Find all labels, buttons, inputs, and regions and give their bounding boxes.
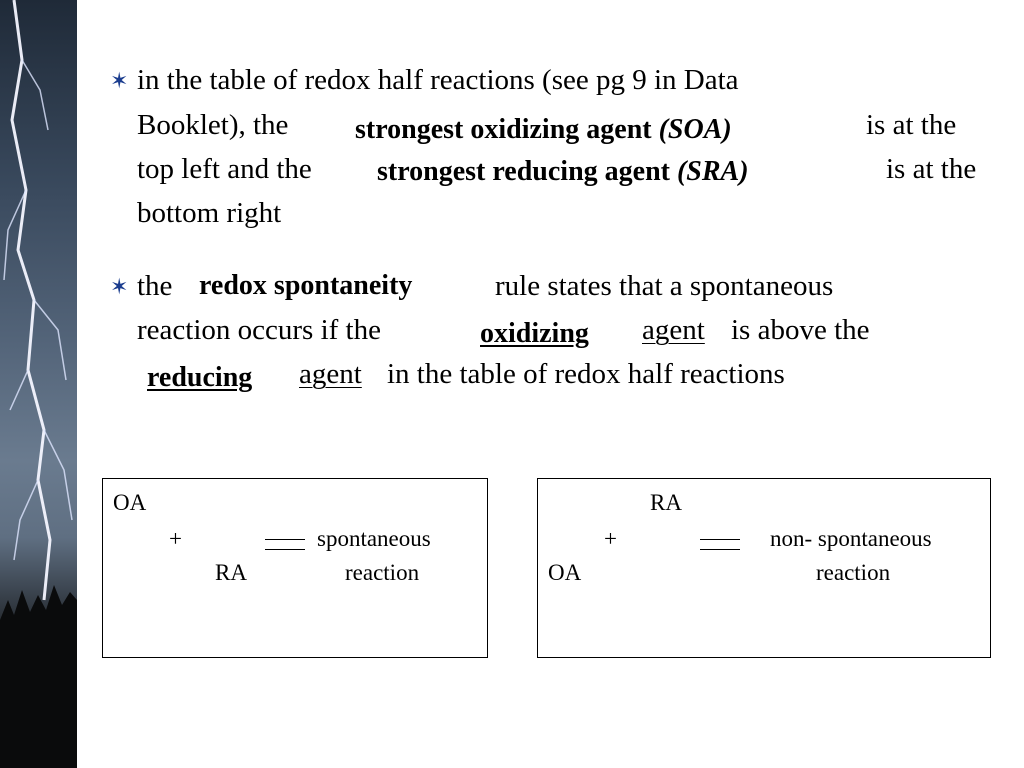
- reducing-term: reducing: [147, 362, 253, 393]
- bullet2-line1-start: the: [137, 270, 173, 302]
- box-right-plus: +: [604, 526, 617, 551]
- agent-term-2: agent: [299, 358, 362, 390]
- sra-abbrev: (SRA): [676, 156, 749, 187]
- bullet1-line3-end: is at the: [886, 153, 977, 185]
- star-bullet-icon: ✶: [110, 68, 129, 93]
- bullet2-line2-start: reaction occurs if the: [137, 314, 381, 346]
- oxidizing-term: oxidizing: [480, 318, 589, 349]
- box-right-label2: reaction: [816, 560, 891, 585]
- box-left-label2: reaction: [345, 560, 420, 585]
- box-right-label1: non- spontaneous: [770, 526, 932, 551]
- bullet2-line3-end: in the table of redox half reactions: [387, 358, 785, 390]
- box-left-ra: RA: [215, 560, 247, 585]
- spontaneous-diagram-box: OA + RA spontaneous reaction: [102, 478, 488, 658]
- soa-abbrev: (SOA): [658, 114, 732, 145]
- bullet2-line1-end: rule states that a spontaneous: [495, 270, 834, 302]
- blank-line: [265, 539, 305, 540]
- redox-spontaneity-term: redox spontaneity: [199, 270, 413, 301]
- non-spontaneous-diagram-box: RA + OA non- spontaneous reaction: [537, 478, 991, 658]
- sra-bold: strongest reducing agent: [377, 156, 670, 187]
- soa-term: strongest oxidizing agent (SOA): [355, 116, 732, 144]
- bullet1-line4: bottom right: [137, 197, 282, 229]
- box-left-label1: spontaneous: [317, 526, 431, 551]
- bullet1-line2-start: Booklet), the: [137, 109, 289, 141]
- lightning-photo: [0, 0, 77, 768]
- box-left-plus: +: [169, 526, 182, 551]
- bullet2-line2-end: is above the: [731, 314, 870, 346]
- bullet1-line1: in the table of redox half reactions (se…: [137, 64, 739, 96]
- sra-term: strongest reducing agent (SRA): [377, 158, 749, 186]
- box-right-ra: RA: [650, 490, 682, 515]
- box-right-oa: OA: [548, 560, 582, 585]
- lightning-bolt-image: [0, 0, 77, 768]
- soa-bold: strongest oxidizing agent: [355, 114, 652, 145]
- blank-line: [265, 549, 305, 550]
- blank-line: [700, 549, 740, 550]
- blank-line: [700, 539, 740, 540]
- box-left-oa: OA: [113, 490, 147, 515]
- star-bullet-icon: ✶: [110, 274, 129, 299]
- agent-term-1: agent: [642, 314, 705, 346]
- bullet1-line3-start: top left and the: [137, 153, 312, 185]
- bullet1-line2-end: is at the: [866, 109, 957, 141]
